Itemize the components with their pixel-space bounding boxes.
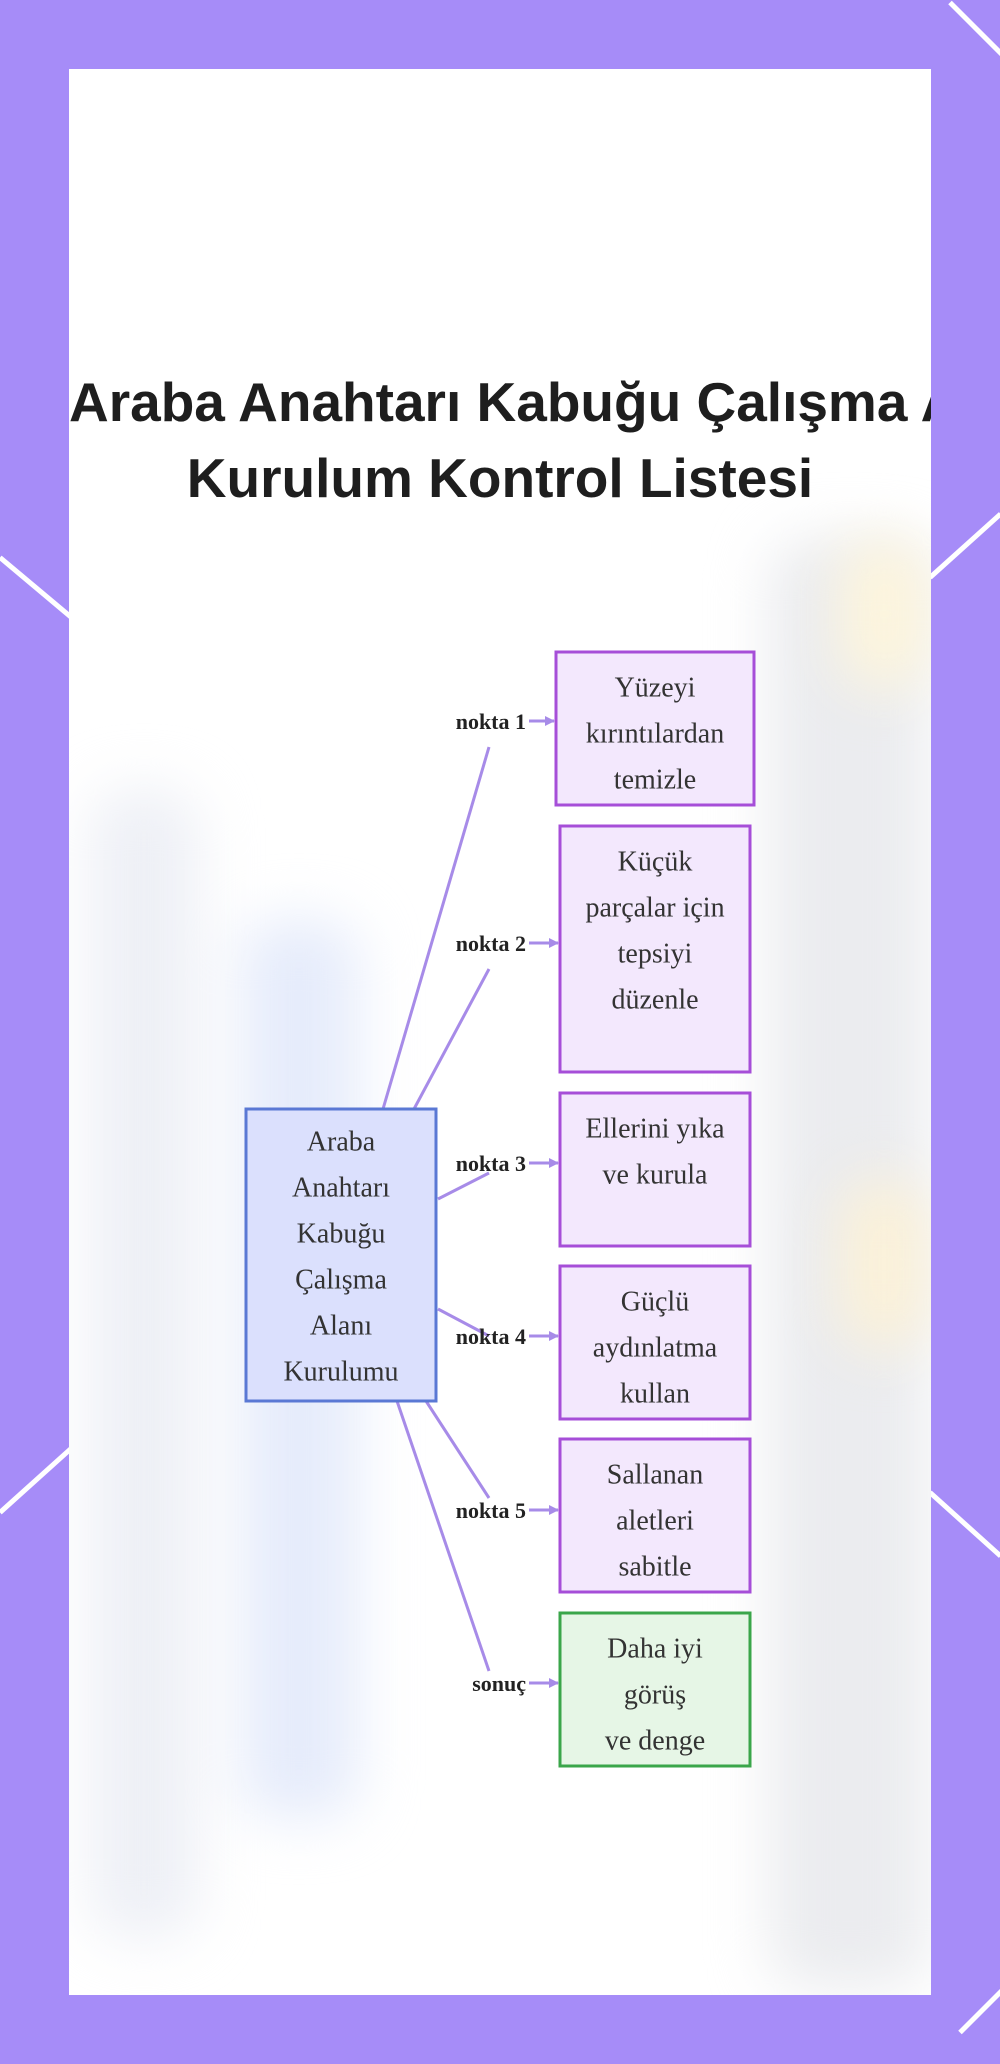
step-node: Sallanan aletleri sabitle [558, 1437, 752, 1594]
result-node: Daha iyi görüş ve denge [558, 1611, 752, 1768]
step-node-text-line: temizle [614, 764, 696, 795]
center-node-text-line: Araba [307, 1126, 376, 1157]
connector-line [412, 968, 491, 1110]
connector-lines: nokta 1 nokta 2 nokta 3 nokta 4 nokta 5 sonuç [381, 709, 559, 1696]
background-blur [839, 1179, 929, 1349]
step-node-box [558, 1091, 752, 1248]
step-node-box [554, 650, 756, 807]
step-node: Ellerini yıka ve kurula [558, 1091, 752, 1248]
decor-line [928, 512, 1000, 580]
edge-label: nokta 1 [456, 709, 526, 734]
connector-line [395, 1400, 491, 1672]
decor-line [0, 1447, 73, 1515]
page-title: Araba Anahtarı Kabuğu Çalışma Alanı Kuru… [69, 364, 931, 516]
step-node-text-line: Ellerini yıka [585, 1113, 725, 1144]
step-node-box [558, 1264, 752, 1421]
connector-line [437, 1171, 490, 1201]
title-line-1: Araba Anahtarı Kabuğu Çalışma Alanı [69, 370, 931, 433]
result-node-text-line: Daha iyi [607, 1633, 703, 1664]
connector-line [437, 1307, 490, 1338]
step-node-text-line: kırıntılardan [586, 718, 724, 749]
decor-line [948, 0, 1000, 61]
center-node-text-line: Kurulumu [283, 1356, 398, 1387]
step-node-text-line: kullan [620, 1378, 690, 1409]
step-node-text-line: aletleri [616, 1505, 694, 1536]
mind-map-diagram: nokta 1 nokta 2 nokta 3 nokta 4 nokta 5 sonuç… [244, 650, 756, 1768]
title-line-2: Kurulum Kontrol Listesi [186, 446, 814, 509]
center-node-text-line: Kabuğu [297, 1218, 386, 1249]
step-node: Küçük parçalar için tepsiyi düzenle [558, 824, 752, 1074]
decor-line [928, 1490, 1000, 1558]
step-node: Yüzeyi kırıntılardan temizle [554, 650, 756, 807]
background-blur [89, 789, 199, 1939]
decor-line [0, 555, 75, 621]
step-node-text-line: tepsiyi [618, 938, 693, 969]
center-node-box [244, 1107, 438, 1403]
edge-label: nokta 3 [456, 1151, 526, 1176]
connector-line [381, 746, 491, 1110]
step-node-text-line: sabitle [618, 1551, 691, 1582]
step-node-text-line: Sallanan [607, 1459, 703, 1490]
step-node-text-line: Yüzeyi [615, 672, 696, 703]
edge-label: nokta 4 [456, 1324, 526, 1349]
result-node-text-line: görüş [624, 1679, 686, 1710]
step-node-box [558, 1437, 752, 1594]
step-node-text-line: Küçük [618, 846, 693, 877]
step-node-text-line: Güçlü [621, 1286, 689, 1317]
step-node-text-line: aydınlatma [593, 1332, 718, 1363]
content-card: Araba Anahtarı Kabuğu Çalışma Alanı Kuru… [69, 69, 931, 1995]
edge-label: nokta 2 [456, 931, 526, 956]
step-node-text-line: parçalar için [585, 892, 724, 923]
background-blur [839, 539, 929, 689]
step-node: Güçlü aydınlatma kullan [558, 1264, 752, 1421]
step-node-text-line: ve kurula [603, 1159, 709, 1190]
center-node-text-line: Anahtarı [292, 1172, 390, 1203]
edge-label: sonuç [472, 1671, 526, 1696]
step-node-text-line: düzenle [611, 984, 698, 1015]
result-node-text-line: ve denge [605, 1725, 705, 1756]
center-node-text-line: Alanı [310, 1310, 372, 1341]
connector-line [424, 1400, 491, 1499]
center-node-text-line: Çalışma [295, 1264, 387, 1295]
edge-label: nokta 5 [456, 1498, 526, 1523]
result-node-box [558, 1611, 752, 1768]
step-node-box [558, 824, 752, 1074]
decor-line [958, 1981, 1000, 2035]
